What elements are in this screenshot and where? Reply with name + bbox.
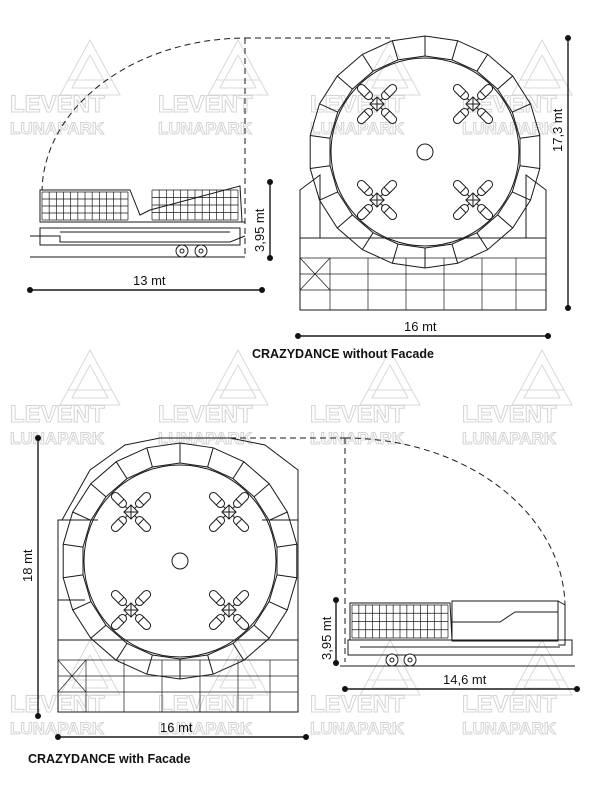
top-dim-width-label: 16 mt	[404, 319, 437, 334]
seat-cluster	[208, 491, 250, 533]
top-dim-total-height: 17,3 mt	[550, 35, 571, 311]
bottom-base-grid	[57, 639, 299, 713]
watermark-word-1: LEVENT	[10, 91, 105, 118]
watermark-word-2: LUNAPARK	[10, 429, 105, 448]
bottom-dim-length-label: 14,6 mt	[443, 672, 487, 687]
seat-cluster	[356, 83, 398, 125]
top-dim-total-height-label: 17,3 mt	[550, 108, 565, 152]
seat-cluster	[356, 179, 398, 221]
watermark-word-1: LEVENT	[158, 91, 253, 118]
bottom-wheel	[57, 437, 299, 680]
bottom-dim-width-label: 16 mt	[160, 720, 193, 735]
top-view: 13 mt 3,95 mt	[27, 35, 571, 361]
bottom-dim-total-height-label: 18 mt	[20, 549, 35, 582]
watermark-word-2: LUNAPARK	[462, 719, 557, 738]
top-caption: CRAZYDANCE without Facade	[252, 347, 434, 361]
watermark-word-1: LEVENT	[462, 401, 557, 428]
seat-cluster	[208, 589, 250, 631]
watermark-word-2: LUNAPARK	[158, 119, 253, 138]
watermark-word-1: LEVENT	[462, 691, 557, 718]
bottom-ride-side-view	[340, 600, 575, 667]
top-swing-arc	[41, 37, 246, 193]
watermark-word-2: LUNAPARK	[462, 429, 557, 448]
bottom-swing-arc	[344, 437, 566, 606]
wheel-hub	[416, 143, 434, 161]
watermark-word-2: LUNAPARK	[310, 719, 405, 738]
bottom-caption: CRAZYDANCE with Facade	[28, 752, 191, 766]
watermark-word-2: LUNAPARK	[462, 119, 557, 138]
watermark-word-2: LUNAPARK	[10, 119, 105, 138]
seat-cluster	[110, 491, 152, 533]
top-dim-height: 3,95 mt	[252, 179, 273, 261]
top-ride-side-view	[30, 185, 246, 258]
top-dim-height-label: 3,95 mt	[252, 208, 267, 252]
top-dim-width: 16 mt	[295, 319, 551, 339]
top-lattice-grid	[41, 189, 239, 221]
top-dim-length: 13 mt	[27, 273, 265, 293]
top-base-grid	[299, 237, 547, 311]
bottom-dim-height: 3,95 mt	[319, 597, 339, 666]
watermark-word-1: LEVENT	[158, 401, 253, 428]
top-dim-length-label: 13 mt	[133, 273, 166, 288]
bottom-dim-width: 16 mt	[55, 720, 309, 740]
seat-cluster	[110, 589, 152, 631]
watermark-word-2: LUNAPARK	[310, 119, 405, 138]
seat-cluster	[452, 179, 494, 221]
watermark-word-2: LUNAPARK	[158, 719, 253, 738]
bottom-dim-length: 14,6 mt	[342, 672, 580, 692]
bottom-view: 18 mt 16 mt 3,	[20, 435, 580, 766]
watermark-word-1: LEVENT	[310, 401, 405, 428]
watermark: LEVENTLUNAPARKLEVENTLUNAPARKLEVENTLUNAPA…	[10, 38, 573, 739]
seat-cluster	[452, 83, 494, 125]
bottom-lattice-grid	[351, 604, 449, 639]
bottom-dim-total-height: 18 mt	[20, 435, 41, 719]
bottom-dim-height-label: 3,95 mt	[319, 616, 334, 660]
watermark-word-1: LEVENT	[10, 401, 105, 428]
top-wheel	[299, 35, 547, 269]
watermark-word-2: LUNAPARK	[10, 719, 105, 738]
watermark-word-1: LEVENT	[158, 691, 253, 718]
wheel-hub	[171, 552, 189, 570]
watermark-word-1: LEVENT	[310, 691, 405, 718]
